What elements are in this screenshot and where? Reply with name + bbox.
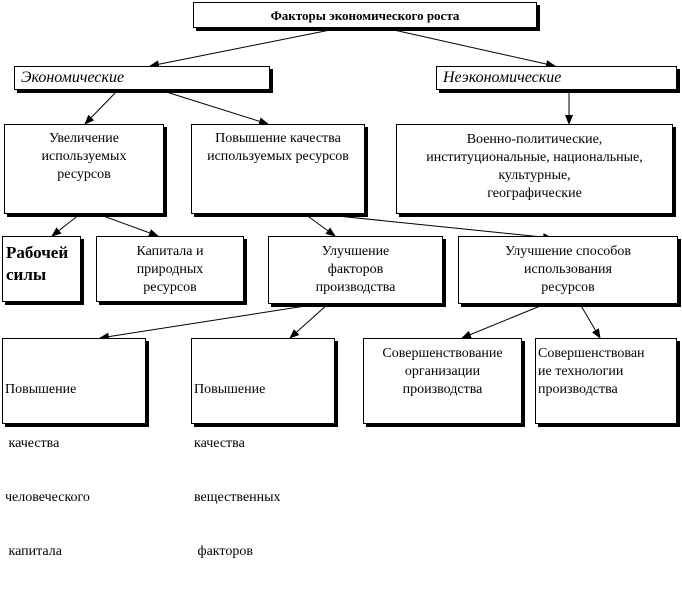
capital-box: Капитала и природных ресурсов [96, 236, 244, 302]
text-line: Повышение [194, 382, 266, 397]
increase-resources-text: Увеличение используемых ресурсов [5, 130, 163, 184]
text-line: Повышение качества [215, 131, 341, 146]
human-capital-text: Повышение качества человеческого капитал… [5, 345, 90, 597]
arrow-increase-to-capital [97, 213, 159, 237]
material-factors-box: Повышение качества вещественных факторов [191, 338, 335, 559]
diagram-title: Факторы экономического роста [270, 8, 460, 23]
text-line: географические [487, 186, 582, 201]
noneconomic-box: Неэкономические [436, 66, 677, 90]
text-line: человеческого [5, 490, 90, 505]
text-line: институциональные, национальные, [426, 150, 643, 165]
text-line: ие технологии [538, 364, 624, 379]
text-line: Военно-политические, [466, 132, 603, 147]
quality-resources-text: Повышение качества используемых ресурсов [192, 130, 364, 166]
noneconomic-list-box: Военно-политические, институциональные, … [396, 124, 673, 214]
text-line: использования [524, 262, 612, 277]
arrow-quality-to-factors [304, 213, 336, 237]
labor-text: Рабочей силы [6, 242, 68, 286]
arrow-factors-to-material [289, 303, 329, 339]
text-line: используемых ресурсов [207, 149, 349, 164]
increase-resources-box: Увеличение используемых ресурсов [4, 124, 164, 214]
text-line: вещественных [194, 490, 281, 505]
org-production-text: Совершенствование организации производст… [364, 345, 521, 399]
economic-box: Экономические [14, 66, 270, 90]
text-line: производства [538, 382, 618, 397]
capital-text: Капитала и природных ресурсов [97, 243, 243, 297]
arrow-methods-to-org [461, 303, 546, 339]
arrow-title-to-noneconomic [384, 27, 556, 68]
text-line: факторов [327, 262, 384, 277]
text-line: качества [5, 436, 60, 451]
title-box: Факторы экономического роста [193, 2, 537, 28]
arrow-economic-to-increase [84, 89, 119, 125]
labor-box: Рабочей силы [2, 236, 81, 302]
text-line: производства [315, 280, 396, 295]
text-line: ресурсов [57, 167, 111, 182]
org-production-box: Совершенствование организации производст… [363, 338, 522, 424]
text-line: ресурсов [541, 280, 595, 295]
text-line: используемых [41, 149, 127, 164]
arrow-quality-to-methods [317, 213, 553, 242]
text-line: Совершенствование [382, 346, 503, 361]
text-line: ресурсов [143, 280, 197, 295]
improve-methods-box: Улучшение способов использования ресурсо… [458, 236, 678, 304]
arrow-factors-to-human [99, 303, 319, 341]
text-line: Повышение [5, 382, 77, 397]
material-factors-text: Повышение качества вещественных факторов [194, 345, 281, 597]
arrow-methods-to-tech [579, 303, 601, 339]
tech-production-box: Совершенствован ие технологии производст… [535, 338, 677, 424]
text-line: Капитала и [136, 244, 204, 259]
text-line: факторов [194, 544, 253, 559]
quality-resources-box: Повышение качества используемых ресурсов [191, 124, 365, 214]
improve-factors-text: Улучшение факторов производства [269, 243, 442, 297]
text-line: природных [136, 262, 204, 277]
arrow-increase-to-labor [51, 213, 81, 237]
improve-methods-text: Улучшение способов использования ресурсо… [459, 243, 677, 297]
economic-label: Экономические [21, 69, 125, 86]
text-line: Совершенствован [538, 346, 645, 361]
noneconomic-label: Неэкономические [443, 69, 562, 86]
text-line: Рабочей [6, 243, 69, 262]
human-capital-box: Повышение качества человеческого капитал… [2, 338, 146, 559]
text-line: капитала [5, 544, 62, 559]
arrow-title-to-economic [149, 27, 341, 69]
text-line: силы [6, 265, 47, 284]
text-line: Увеличение [48, 131, 119, 146]
text-line: организации [404, 364, 481, 379]
tech-production-text: Совершенствован ие технологии производст… [538, 345, 645, 399]
arrow-economic-to-quality [159, 89, 269, 126]
noneconomic-list-text: Военно-политические, институциональные, … [397, 131, 672, 203]
text-line: производства [402, 382, 483, 397]
text-line: качества [194, 436, 245, 451]
text-line: культурные, [498, 168, 571, 183]
text-line: Улучшение способов [504, 244, 632, 259]
connector-arrows [51, 27, 601, 341]
text-line: Улучшение [321, 244, 390, 259]
improve-factors-box: Улучшение факторов производства [268, 236, 443, 304]
